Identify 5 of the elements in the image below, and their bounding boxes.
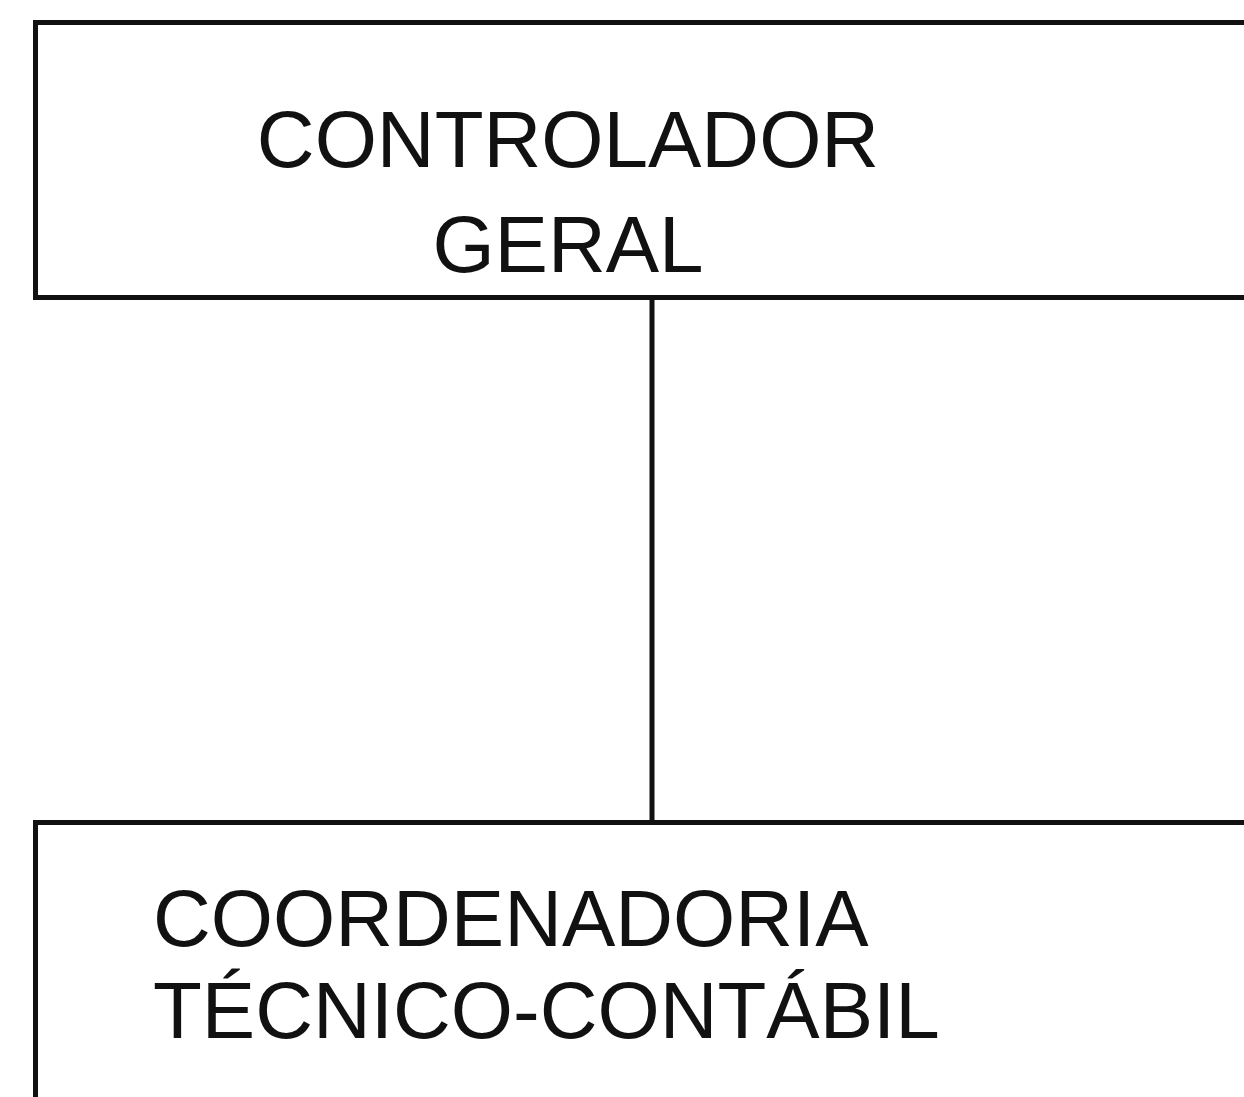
box-label: COORDENADORIA TÉCNICO-CONTÁBIL: [153, 873, 941, 1057]
org-box: [33, 820, 1244, 1097]
connector-line: [649, 300, 655, 820]
org-box: [33, 20, 1244, 300]
box-label: CONTROLADOR GERAL: [255, 94, 881, 291]
